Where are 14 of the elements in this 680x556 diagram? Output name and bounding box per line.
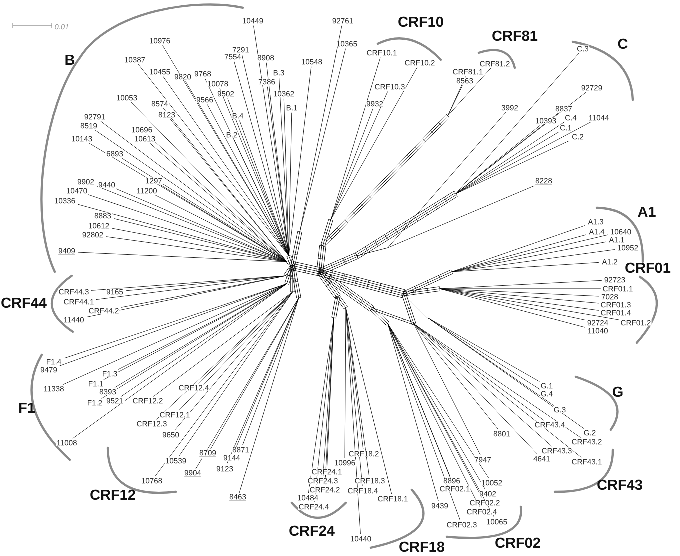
clade-label: CRF43 bbox=[598, 480, 642, 490]
clade-label: CRF12 bbox=[90, 490, 136, 500]
clade-label: CRF01 bbox=[626, 262, 671, 274]
clade-label: CRF24 bbox=[290, 526, 335, 536]
clade-label: F1 bbox=[20, 403, 36, 413]
clade-label: B bbox=[66, 55, 75, 65]
clade-label: CRF18 bbox=[400, 542, 445, 552]
clade-label: C bbox=[618, 38, 628, 50]
clade-label: G bbox=[612, 386, 623, 398]
clade-label: CRF02 bbox=[496, 538, 540, 548]
clade-label: CRF44 bbox=[2, 298, 47, 308]
clade-label: A1 bbox=[638, 207, 656, 217]
clade-label: CRF10 bbox=[398, 16, 444, 28]
clade-label: CRF81 bbox=[492, 30, 538, 42]
